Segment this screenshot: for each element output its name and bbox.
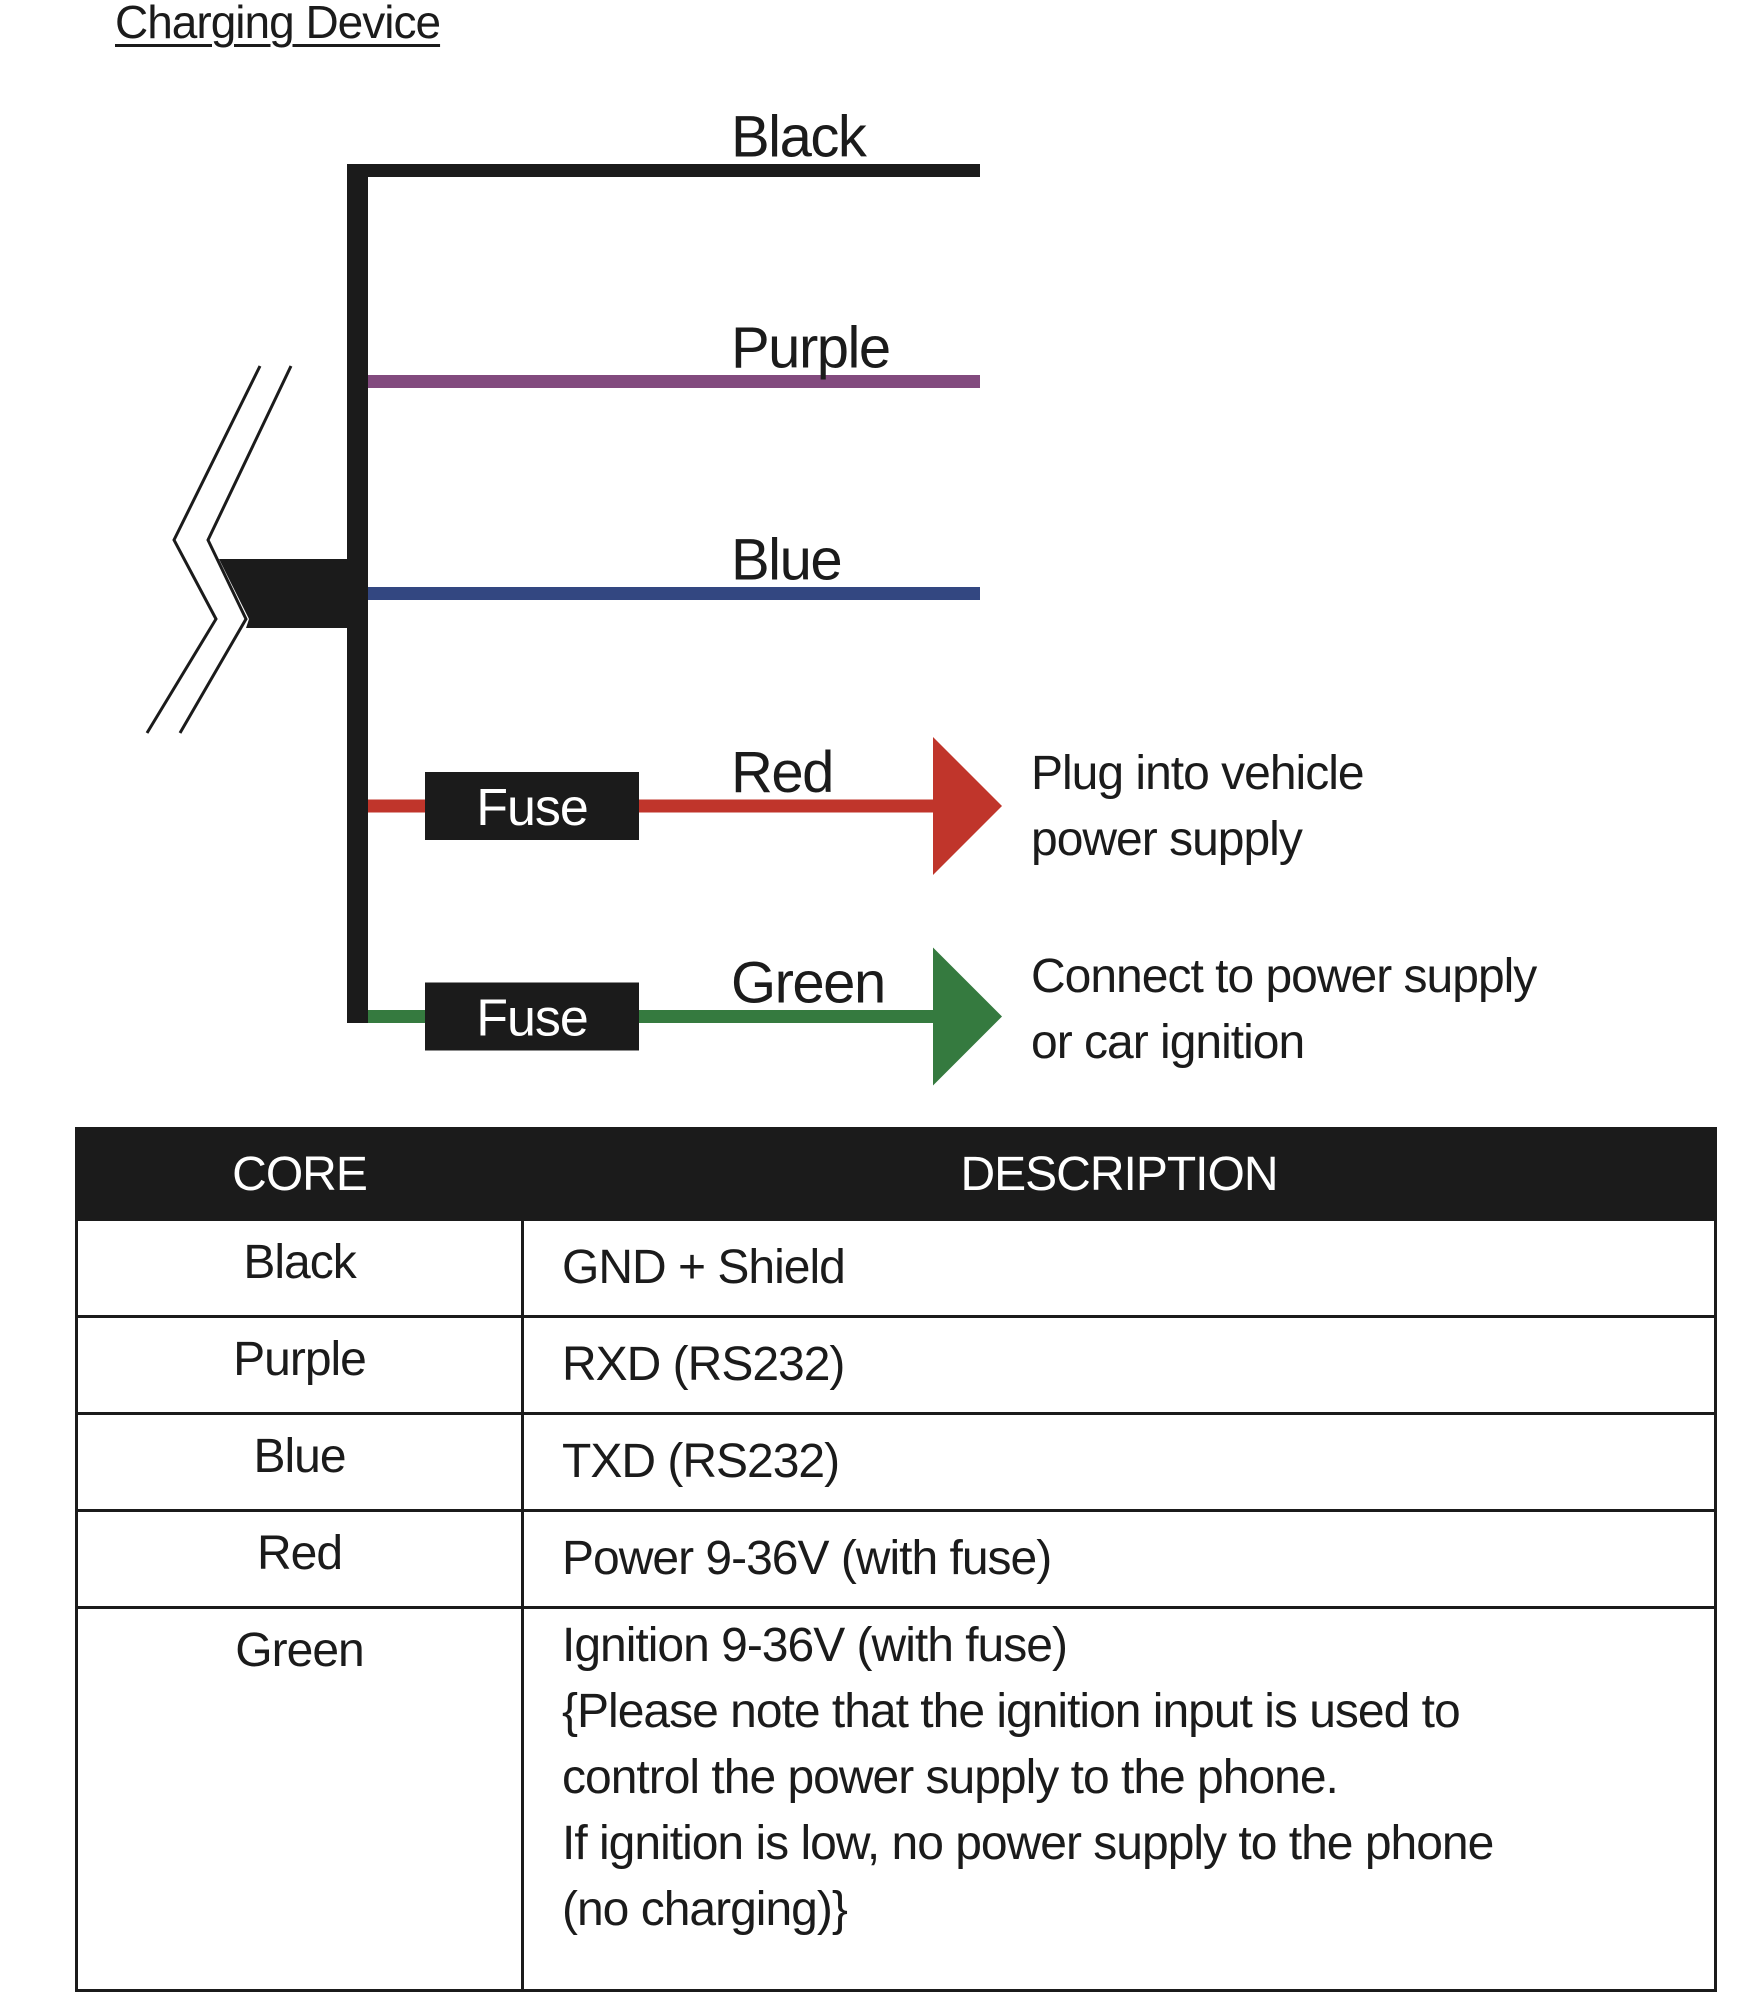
- description-line: RXD (RS232): [562, 1338, 845, 1391]
- wire-red: Fuse Red: [368, 737, 1002, 875]
- description-cell: TXD (RS232): [521, 1412, 1717, 1512]
- description-line: Ignition 9-36V (with fuse): [562, 1619, 1068, 1672]
- wire-bus: [347, 164, 368, 1023]
- description-cell: Power 9-36V (with fuse): [521, 1509, 1717, 1609]
- core-cell: Green: [75, 1606, 524, 1992]
- wire-label: Blue: [731, 528, 841, 593]
- table-row: Black GND + Shield: [75, 1218, 1717, 1318]
- core-cell: Black: [75, 1218, 524, 1318]
- note-line: or car ignition: [1031, 1016, 1305, 1069]
- wire-line: [368, 587, 980, 600]
- core-cell: Red: [75, 1509, 524, 1609]
- core-cell: Blue: [75, 1412, 524, 1512]
- note-line: Connect to power supply: [1031, 950, 1537, 1003]
- wire-label: Red: [731, 740, 833, 805]
- wire-black: Black: [368, 105, 980, 177]
- description-line: TXD (RS232): [562, 1435, 840, 1488]
- wire-label: Purple: [731, 316, 890, 381]
- wire-purple: Purple: [368, 316, 980, 388]
- description-cell: Ignition 9-36V (with fuse) {Please note t…: [521, 1606, 1717, 1992]
- column-header-core: CORE: [75, 1127, 524, 1221]
- core-cell: Purple: [75, 1315, 524, 1415]
- table-row: Red Power 9-36V (with fuse): [75, 1509, 1717, 1609]
- table-row: Green Ignition 9-36V (with fuse) {Please n…: [75, 1606, 1717, 1992]
- description-cell: GND + Shield: [521, 1218, 1717, 1318]
- wire-line: [368, 375, 980, 388]
- arrow-head-icon: [933, 947, 1002, 1086]
- description-line: control the power supply to the phone.: [562, 1751, 1339, 1804]
- arrow-head-icon: [933, 737, 1002, 875]
- description-cell: RXD (RS232): [521, 1315, 1717, 1415]
- green-wire-note: Connect to power supply or car ignition: [1031, 944, 1537, 1076]
- description-line: GND + Shield: [562, 1241, 846, 1294]
- table-row: Purple RXD (RS232): [75, 1315, 1717, 1415]
- description-line: Power 9-36V (with fuse): [562, 1532, 1052, 1585]
- table-header-row: CORE DESCRIPTION: [75, 1127, 1717, 1221]
- page-title: Charging Device: [115, 0, 441, 48]
- column-header-description: DESCRIPTION: [521, 1127, 1717, 1221]
- description-line: If ignition is low, no power supply to t…: [562, 1817, 1494, 1870]
- wire-line: [368, 164, 980, 177]
- fuse-box: [425, 772, 639, 840]
- note-line: power supply: [1031, 813, 1303, 866]
- red-wire-note: Plug into vehicle power supply: [1031, 741, 1365, 873]
- cable-body: [219, 559, 347, 628]
- cable-break-icon: [145, 365, 347, 734]
- wire-label: Black: [731, 105, 868, 170]
- wire-green: Fuse Green: [368, 947, 1002, 1086]
- fuse-label: Fuse: [476, 779, 588, 837]
- table-row: Blue TXD (RS232): [75, 1412, 1717, 1512]
- wire-label: Green: [731, 951, 885, 1016]
- description-line: {Please note that the ignition input is …: [562, 1685, 1461, 1738]
- wire-blue: Blue: [368, 528, 980, 600]
- note-line: Plug into vehicle: [1031, 747, 1365, 800]
- description-line: (no charging)}: [562, 1883, 848, 1936]
- fuse-box: [425, 982, 639, 1051]
- fuse-label: Fuse: [476, 990, 588, 1048]
